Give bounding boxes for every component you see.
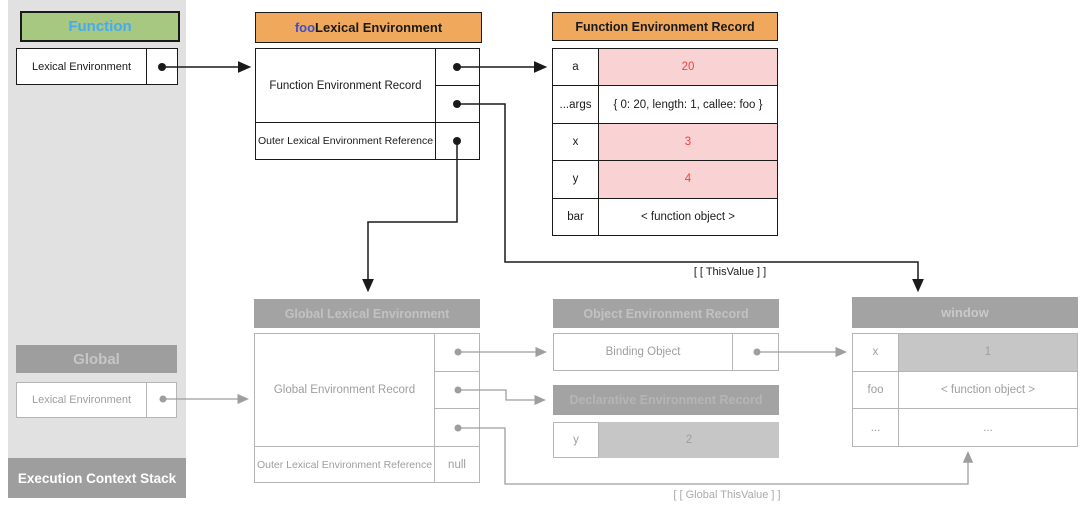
declarative-record-row: y 2 xyxy=(553,422,779,458)
row-value: 20 xyxy=(599,49,777,86)
table-row: x 3 xyxy=(553,122,777,161)
table-row: bar < function object > xyxy=(553,197,777,236)
function-context-lexical-environment-box: Lexical Environment xyxy=(16,48,178,85)
row-key: ...args xyxy=(553,86,599,123)
row-value: { 0: 20, length: 1, callee: foo } xyxy=(613,98,763,111)
global-context-lexical-environment-label: Lexical Environment xyxy=(17,383,147,417)
row-key: y xyxy=(553,422,599,458)
this-value-annotation: [ [ ThisValue ] ] xyxy=(693,266,767,278)
pointer-cell xyxy=(147,49,177,84)
row-key: x xyxy=(553,123,599,161)
function-context-lexical-environment-label: Lexical Environment xyxy=(17,49,147,84)
execution-context-stack-label: Execution Context Stack xyxy=(8,458,186,498)
binding-object-box: Binding Object xyxy=(553,333,779,371)
function-environment-record-label: Function Environment Record xyxy=(256,49,435,123)
pointer-cell xyxy=(436,123,479,159)
foo-lexical-environment-box: Function Environment Record Outer Lexica… xyxy=(255,48,480,160)
row-value: 3 xyxy=(599,123,777,161)
table-row: ... ... xyxy=(853,408,1077,447)
row-value: 2 xyxy=(599,422,779,458)
foo-keyword: foo xyxy=(294,20,316,35)
table-row: y 4 xyxy=(553,160,777,198)
row-key: y xyxy=(553,161,599,198)
global-box-pointer-column: null xyxy=(435,334,479,482)
row-value: < function object > xyxy=(641,210,735,223)
pointer-cell xyxy=(435,372,479,409)
foo-box-labels: Function Environment Record Outer Lexica… xyxy=(256,49,436,159)
row-value: ... xyxy=(983,421,993,434)
global-context-lexical-environment-box: Lexical Environment xyxy=(16,382,177,418)
pointer-cell xyxy=(147,383,176,417)
function-environment-record-title: Function Environment Record xyxy=(552,12,778,41)
pointer-cell xyxy=(435,409,479,447)
row-key: bar xyxy=(553,198,599,236)
pointer-cell xyxy=(435,334,479,372)
foo-title-rest: Lexical Environment xyxy=(315,20,443,35)
function-context-title: Function xyxy=(20,11,180,42)
foo-lexical-environment-title: foo Lexical Environment xyxy=(255,12,482,43)
global-this-value-annotation: [ [ Global ThisValue ] ] xyxy=(673,489,781,501)
window-object-table: x 1 foo < function object > ... ... xyxy=(852,333,1078,447)
binding-object-label: Binding Object xyxy=(554,334,733,370)
global-context-title: Global xyxy=(16,345,177,373)
function-environment-record-table: a 20 ...args { 0: 20, length: 1, callee:… xyxy=(552,48,778,236)
row-key: a xyxy=(553,49,599,86)
outer-lexical-environment-reference-label: Outer Lexical Environment Reference xyxy=(257,135,434,147)
table-row: foo < function object > xyxy=(853,370,1077,409)
global-environment-record-label: Global Environment Record xyxy=(255,334,434,447)
row-value: 4 xyxy=(599,161,777,198)
row-value: < function object > xyxy=(941,384,1035,396)
table-row: x 1 xyxy=(853,334,1077,371)
row-key: x xyxy=(853,334,899,371)
table-row: a 20 xyxy=(553,49,777,86)
global-lexical-environment-box: Global Environment Record Outer Lexical … xyxy=(254,333,480,483)
global-lexical-environment-title: Global Lexical Environment xyxy=(254,299,480,328)
outer-reference-value: null xyxy=(448,458,466,471)
global-box-labels: Global Environment Record Outer Lexical … xyxy=(255,334,435,482)
object-environment-record-title: Object Environment Record xyxy=(553,299,779,328)
pointer-cell xyxy=(436,86,479,123)
pointer-cell xyxy=(436,49,479,86)
row-key: foo xyxy=(853,371,899,409)
foo-box-pointer-column xyxy=(436,49,479,159)
window-object-title: window xyxy=(852,297,1078,328)
outer-lexical-environment-reference-label: Outer Lexical Environment Reference xyxy=(256,458,433,471)
row-key: ... xyxy=(853,409,899,447)
table-row: ...args { 0: 20, length: 1, callee: foo … xyxy=(553,85,777,123)
declarative-environment-record-title: Declarative Environment Record xyxy=(553,385,779,415)
arrow-outer-ref-to-global-lexical-env xyxy=(362,141,458,293)
pointer-cell xyxy=(733,334,778,370)
row-value: 1 xyxy=(899,334,1077,371)
